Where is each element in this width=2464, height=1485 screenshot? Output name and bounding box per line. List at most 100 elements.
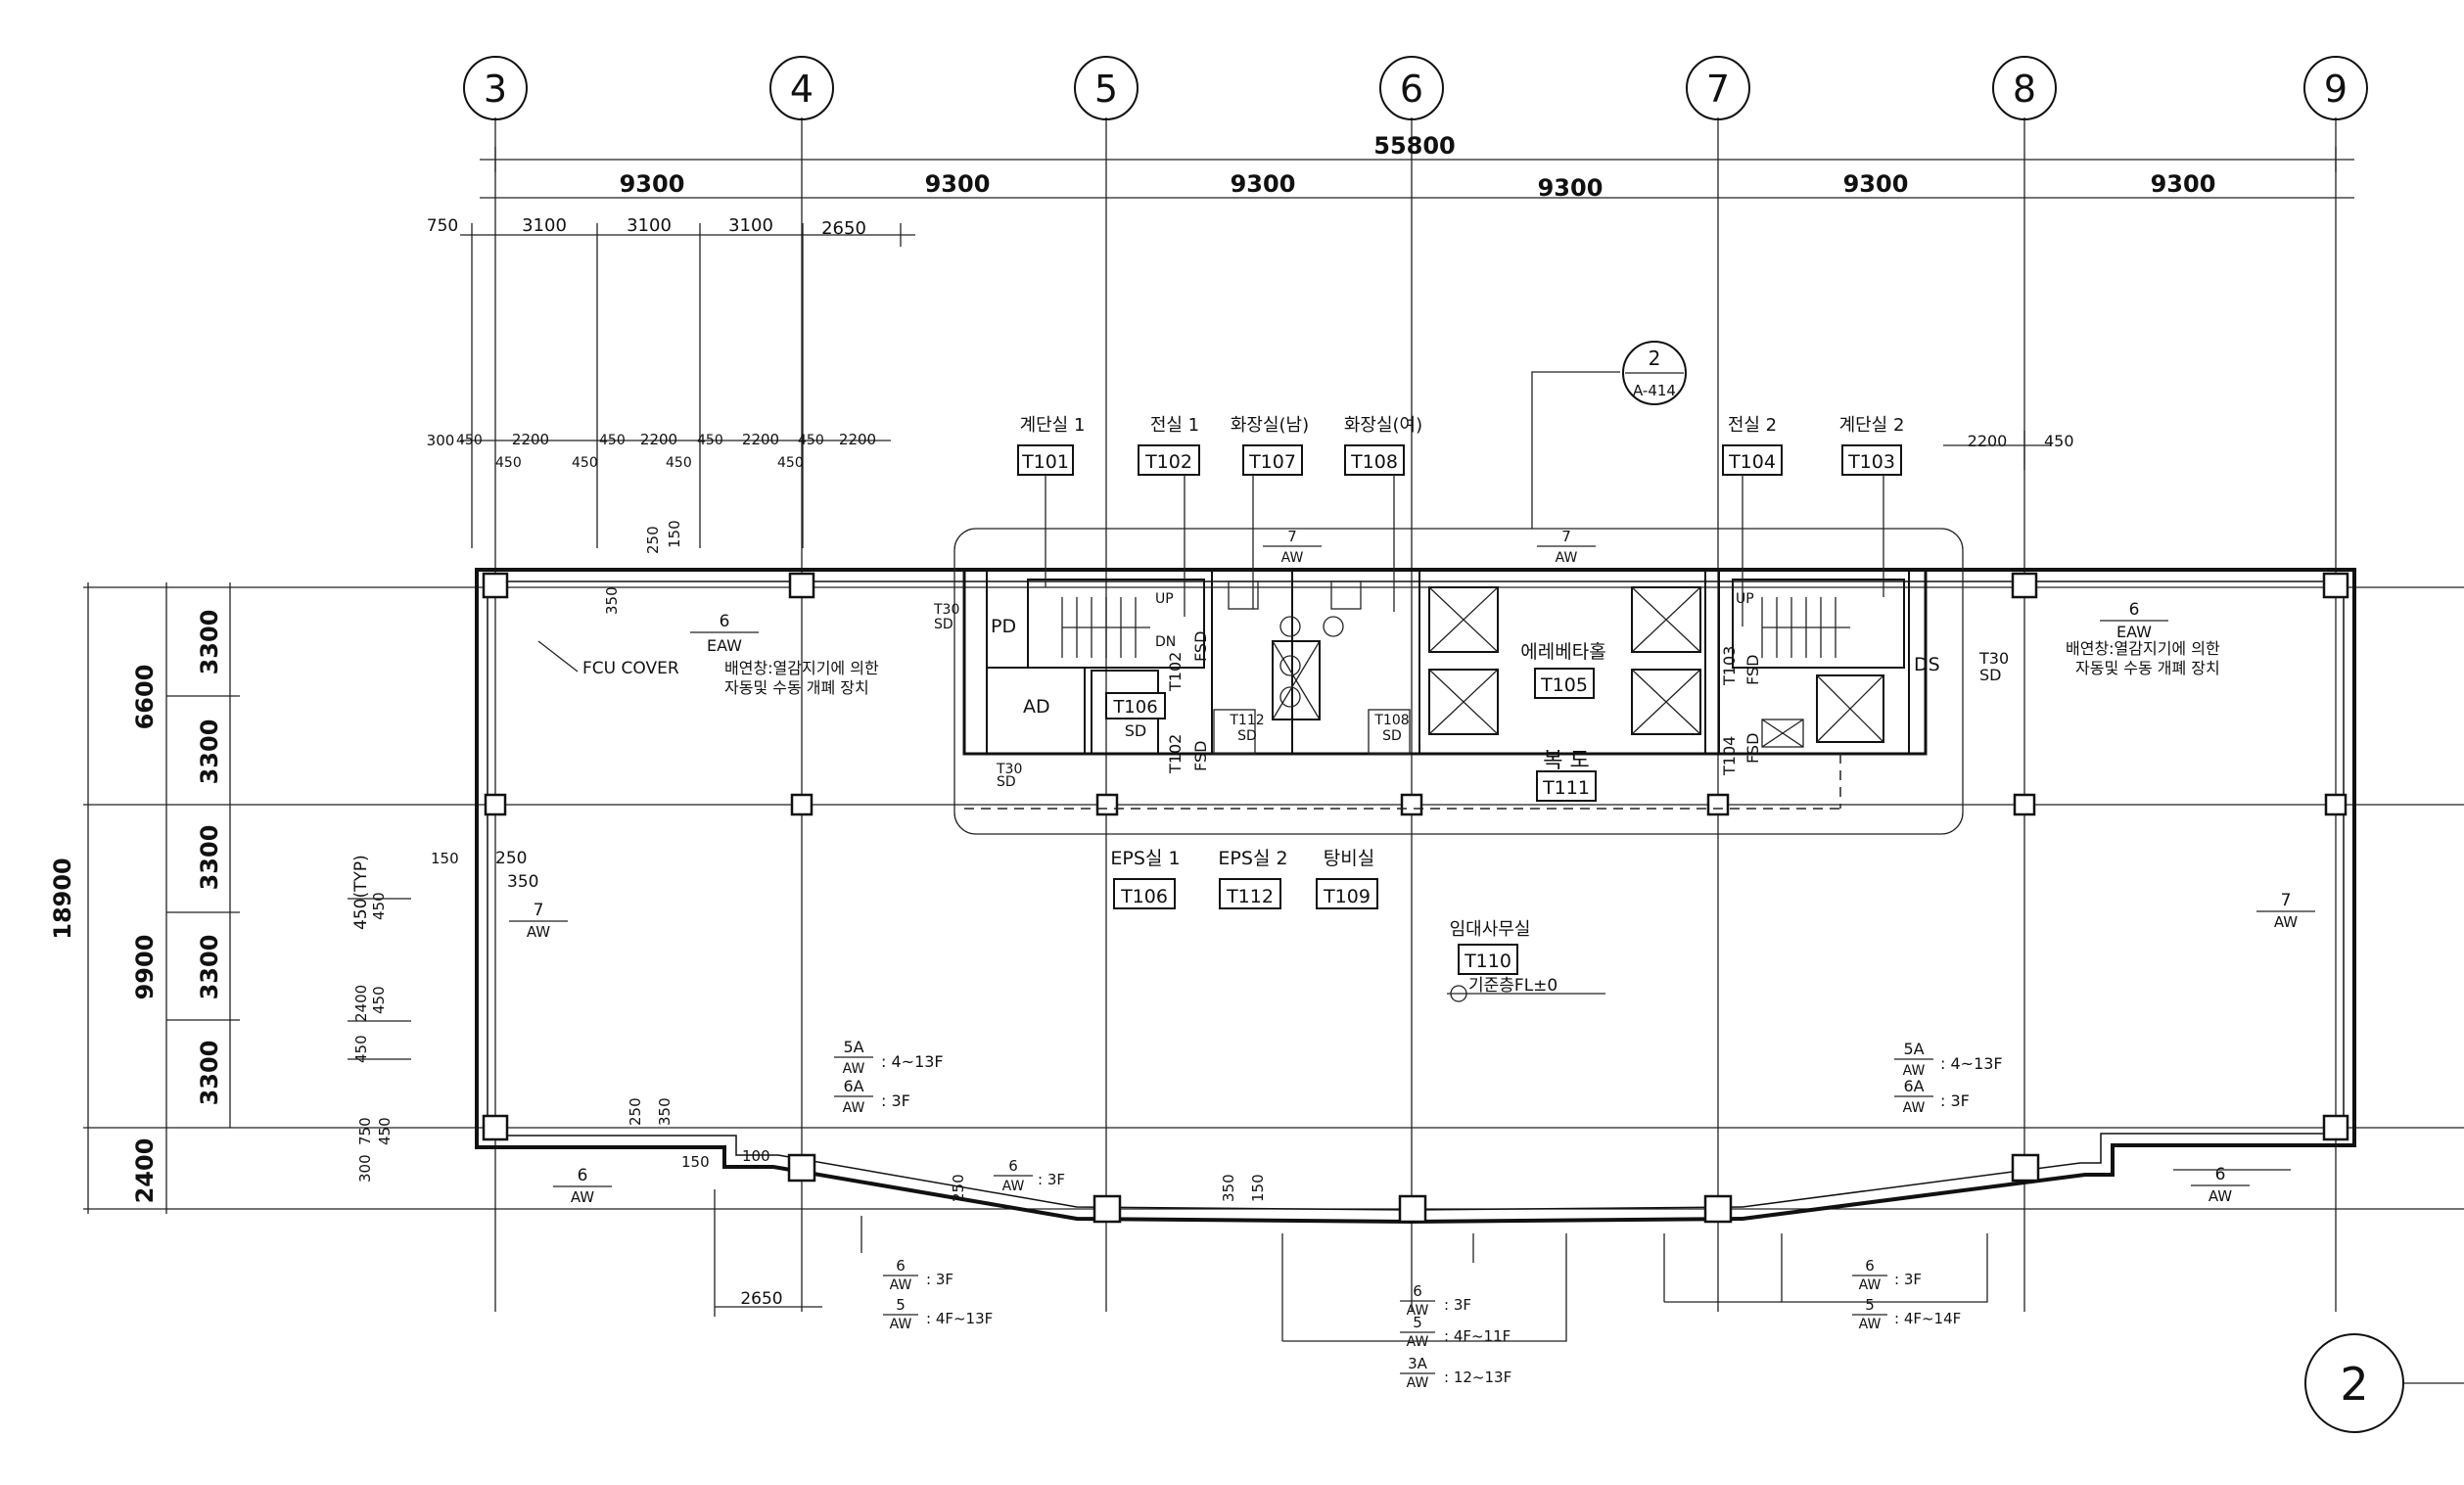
grid-label-row-2: 2 [2340,1358,2368,1411]
svg-text:T112: T112 [1229,713,1264,728]
svg-text:A-414: A-414 [1633,382,1676,399]
svg-text:화장실(여): 화장실(여) [1344,415,1422,436]
svg-text:: 4~13F: : 4~13F [881,1052,944,1071]
svg-text:350: 350 [1220,1174,1237,1202]
svg-text:UP: UP [1155,591,1174,607]
room-t106-sd: T106 SD [1105,692,1166,740]
svg-text:: 12~13F: : 12~13F [1444,1369,1511,1386]
core-interior: UP DN PD AD [964,371,1940,810]
svg-text:450(TYP): 450(TYP) [351,855,371,930]
svg-text:임대사무실: 임대사무실 [1450,919,1531,940]
svg-text:AW: AW [843,1100,865,1116]
svg-text:7: 7 [1561,528,1571,545]
svg-text:3A: 3A [1408,1355,1428,1372]
svg-text:SD: SD [1237,728,1257,744]
svg-text:3100: 3100 [522,215,567,236]
tag-aw-7a: 7 AW [1263,528,1322,566]
svg-text:9300: 9300 [1538,174,1604,202]
window-note-right: 5A AW : 4~13F 6A AW : 3F [1894,1040,2003,1116]
room-eps2: EPS실 2 T112 [1218,848,1288,909]
svg-text:2400: 2400 [352,985,370,1022]
svg-text:T102: T102 [1166,734,1185,774]
svg-text:AW: AW [527,923,550,941]
svg-text:AW: AW [1903,1100,1926,1116]
svg-text:450: 450 [376,1117,394,1145]
svg-text:6: 6 [1008,1157,1018,1175]
svg-text:: 4F~13F: : 4F~13F [926,1310,993,1327]
tag-aw-7b: 7 AW [1537,528,1596,566]
svg-text:3300: 3300 [196,935,223,1000]
svg-text:T108: T108 [1350,451,1398,473]
room-corridor: 복 도 T111 [1536,749,1597,802]
svg-text:9300: 9300 [925,170,991,198]
svg-text:6: 6 [896,1257,906,1275]
svg-text:T107: T107 [1248,451,1296,473]
dim-bottom-left: 2650 [714,1189,822,1317]
svg-text:450: 450 [572,455,598,471]
svg-text:3300: 3300 [196,1041,223,1106]
svg-text:T111: T111 [1542,777,1590,799]
svg-text:9300: 9300 [1843,170,1909,198]
window-note-bottom-right: 6 AW : 3F 5 AW : 4F~14F [1852,1257,1961,1332]
level-datum: 기준층FL±0 [1447,976,1605,1002]
svg-text:T104: T104 [1728,451,1776,473]
svg-text:250: 250 [644,526,662,554]
svg-text:AW: AW [571,1188,594,1206]
tag-aw-7c: 7 AW [509,901,568,941]
room-wc-f: 화장실(여) T108 [1344,415,1422,476]
room-eps1: EPS실 1 T106 [1110,848,1181,909]
svg-text:탕비실: 탕비실 [1324,848,1374,869]
svg-text:: 3F: : 3F [1038,1171,1065,1188]
svg-text:T106: T106 [1112,697,1157,718]
svg-text:계단실 2: 계단실 2 [1839,415,1905,436]
svg-text:18900: 18900 [49,858,76,940]
room-elev-hall: 에레베타홀 T105 [1520,641,1606,699]
dim-mullion-row: 300 450 2200 450 2200 450 2200 450 2200 … [427,431,891,471]
svg-text:3300: 3300 [196,825,223,891]
svg-text:6600: 6600 [131,665,159,730]
svg-text:T103: T103 [1847,451,1895,473]
svg-text:150: 150 [666,520,683,548]
svg-text:9300: 9300 [2151,170,2216,198]
tag-aw-6br: 6 AW [2191,1165,2250,1205]
svg-text:T103: T103 [1720,646,1739,686]
svg-text:AW: AW [890,1317,912,1332]
svg-text:에레베타홀: 에레베타홀 [1520,641,1605,663]
svg-text:화장실(남): 화장실(남) [1231,415,1309,436]
room-wc-m: 화장실(남) T107 [1231,415,1309,476]
svg-text:55800: 55800 [1373,132,1456,160]
svg-text:5A: 5A [843,1038,863,1056]
svg-text:2200: 2200 [742,431,779,448]
room-t108-sd: T108 SD [1373,713,1409,744]
svg-text:UP: UP [1736,591,1754,607]
svg-text:450: 450 [599,433,626,448]
svg-text:계단실 1: 계단실 1 [1020,415,1086,436]
svg-text:6: 6 [1413,1282,1422,1300]
svg-text:300: 300 [356,1154,374,1183]
svg-text:350: 350 [656,1097,674,1126]
tag-aw-6bl: 6 AW [553,1166,612,1206]
svg-text:자동및 수동 개폐 장치: 자동및 수동 개폐 장치 [724,678,869,697]
svg-text:EAW: EAW [707,636,742,655]
note-smoke-right: 배연창:열감지기에 의한 자동및 수동 개폐 장치 [2066,639,2220,677]
svg-text:AW: AW [1002,1179,1025,1194]
svg-text:300: 300 [427,432,455,449]
room-t112-sd: T112 SD [1229,713,1264,744]
room-janitor: 탕비실 T109 [1316,848,1378,909]
svg-text:100: 100 [742,1147,770,1165]
svg-text:6A: 6A [843,1077,863,1095]
grid-label-5: 5 [1094,68,1118,111]
svg-text:9300: 9300 [620,170,685,198]
dim-overall: 55800 [480,132,2354,172]
svg-text:3300: 3300 [196,610,223,675]
svg-text:450: 450 [370,986,388,1014]
door-codes-t30: T30 SD T30 SD T30 SD [933,602,2009,790]
svg-text:2: 2 [1649,347,1661,370]
svg-text:AW: AW [1903,1063,1926,1079]
svg-text:9900: 9900 [131,935,159,1000]
grid-bubble-8: 8 [1992,56,2057,120]
grid-label-9: 9 [2324,68,2348,111]
svg-text:PD: PD [991,616,1016,637]
svg-text:5A: 5A [1903,1040,1924,1058]
